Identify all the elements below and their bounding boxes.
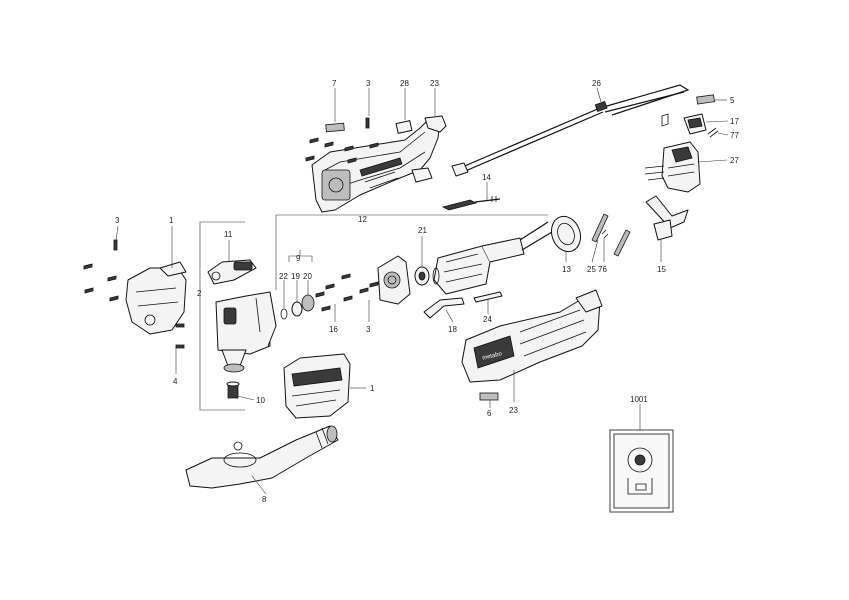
screws-top-left [305, 117, 379, 164]
label-7: 7 [332, 79, 337, 88]
contact-76 [613, 229, 631, 257]
label-3a: 3 [366, 79, 371, 88]
cable-14 [441, 196, 501, 211]
label-77: 77 [730, 131, 739, 140]
gearhead-assembly-2 [215, 291, 277, 373]
contact-25 [591, 213, 609, 243]
washer-20 [301, 294, 315, 312]
label-22: 22 [279, 272, 288, 281]
label-8: 8 [262, 495, 267, 504]
label-plate-5 [696, 94, 715, 105]
screws-center [315, 273, 379, 312]
label-16: 16 [329, 325, 338, 334]
label-6: 6 [487, 409, 492, 418]
label-14: 14 [482, 173, 491, 182]
label-26: 26 [592, 79, 601, 88]
label-17: 17 [730, 117, 739, 126]
label-plate-28 [395, 120, 413, 134]
label-15: 15 [657, 265, 666, 274]
lever-11 [207, 259, 257, 285]
label-1001: 1001 [630, 395, 648, 404]
ring-22 [280, 308, 288, 320]
label-plate-7 [325, 122, 345, 133]
front-cover-1 [125, 261, 187, 335]
screws-left [83, 239, 185, 349]
bracket-line-9 [288, 255, 313, 262]
fan-13 [550, 215, 582, 253]
spring-18 [423, 297, 465, 319]
label-21: 21 [418, 226, 427, 235]
label-3c: 3 [366, 325, 371, 334]
label-2: 2 [197, 289, 202, 298]
label-13: 13 [562, 265, 571, 274]
dust-adapter-8 [185, 425, 339, 489]
spring-76 [601, 229, 609, 239]
motor-armature [432, 221, 553, 295]
label-19: 19 [291, 272, 300, 281]
spindle-10 [226, 381, 240, 399]
bracket-line-2 [199, 221, 245, 411]
pin-17 [661, 113, 669, 127]
label-9: 9 [296, 254, 301, 263]
label-28: 28 [400, 79, 409, 88]
label-4: 4 [173, 377, 178, 386]
label-23a: 23 [430, 79, 439, 88]
label-12: 12 [358, 215, 367, 224]
leader-lines [115, 87, 729, 495]
label-20: 20 [303, 272, 312, 281]
latch-15 [645, 195, 689, 241]
spring-77 [707, 127, 719, 138]
part-labels: 7 3 28 23 26 5 17 77 27 14 3 1 12 11 9 2… [115, 79, 739, 504]
housing-shell-bottom: metabo [461, 289, 603, 383]
electronics-module-27 [644, 141, 701, 193]
label-3b: 3 [115, 216, 120, 225]
label-18: 18 [448, 325, 457, 334]
label-1b: 1 [370, 384, 375, 393]
label-23b: 23 [509, 406, 518, 415]
label-1a: 1 [169, 216, 174, 225]
switch-cable-assembly [451, 84, 690, 177]
label-24: 24 [483, 315, 492, 324]
motor-housing-1 [283, 353, 351, 419]
label-76: 76 [598, 265, 607, 274]
bearing-21 [414, 266, 430, 286]
washer-19 [291, 301, 303, 317]
label-11: 11 [224, 230, 233, 239]
bracket-line-12 [275, 214, 548, 290]
label-plate-6 [479, 392, 499, 401]
label-27: 27 [730, 156, 739, 165]
label-5: 5 [730, 96, 735, 105]
circuit-diagram-1001 [609, 429, 674, 513]
pin-24 [473, 291, 503, 303]
bearing-flange [377, 255, 411, 305]
label-10: 10 [256, 396, 265, 405]
housing-shell-top [311, 115, 447, 213]
switch-module-17 [683, 113, 707, 135]
label-25: 25 [587, 265, 596, 274]
brand-logo-text: metabo [482, 351, 504, 362]
